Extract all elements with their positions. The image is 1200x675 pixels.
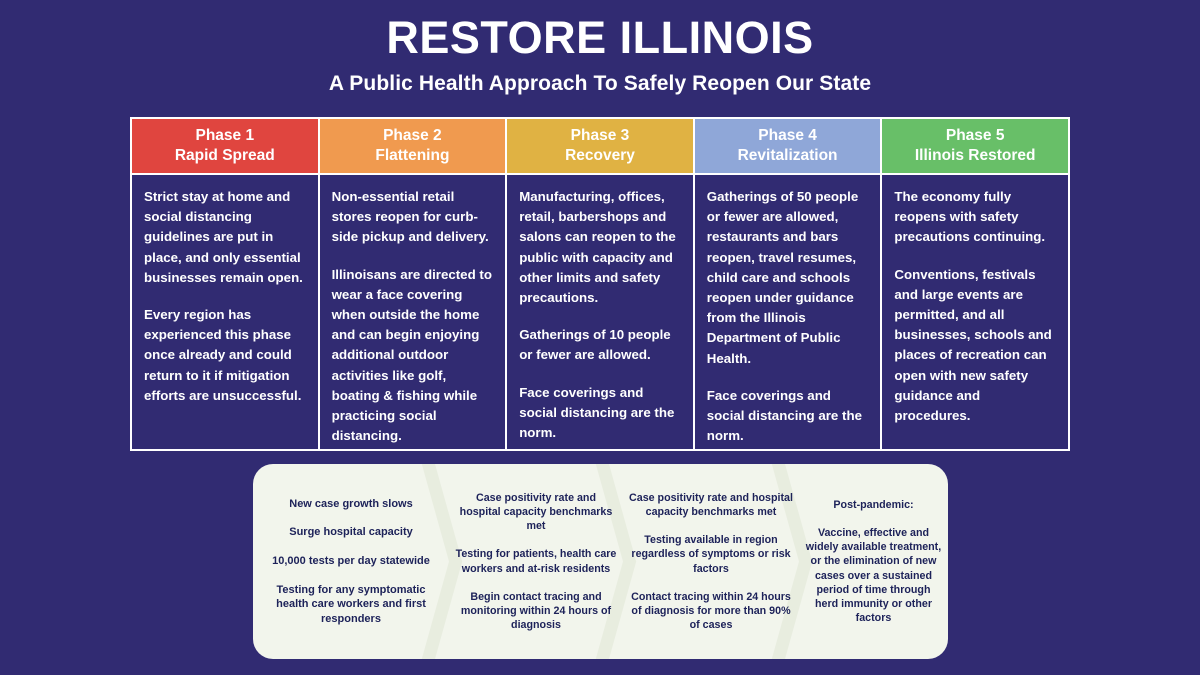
- criteria-chevron-2: Case positivity rate and hospital capaci…: [449, 464, 637, 659]
- criteria-item: Case positivity rate and hospital capaci…: [459, 492, 613, 533]
- phase-paragraph: The economy fully reopens with safety pr…: [894, 189, 1046, 245]
- criteria-item: Testing for patients, health care worker…: [455, 548, 617, 575]
- phase-grid: Phase 1 Rapid Spread Strict stay at home…: [130, 117, 1070, 451]
- criteria-item: New case growth slows: [289, 497, 413, 510]
- phase-name-2: Flattening: [375, 147, 450, 164]
- phase-header-3: Phase 3 Recovery: [507, 119, 693, 175]
- phase-paragraph: Strict stay at home and social distancin…: [144, 189, 303, 285]
- phase-paragraph: Face coverings and social distancing are…: [519, 384, 675, 441]
- phase-paragraph: Non-essential retail stores reopen for c…: [331, 189, 489, 245]
- criteria-item: Case positivity rate and hospital capaci…: [629, 492, 793, 519]
- phase-name-4: Revitalization: [737, 147, 838, 164]
- phase-paragraph: Manufacturing, offices, retail, barbersh…: [519, 189, 676, 306]
- phase-paragraph: Illinoisans are directed to wear a face …: [331, 266, 492, 444]
- phase-number-4: Phase 4: [758, 127, 817, 145]
- page-title: RESTORE ILLINOIS: [386, 12, 814, 63]
- phase-column-1: Phase 1 Rapid Spread Strict stay at home…: [132, 119, 320, 449]
- criteria-list-1: New case growth slows Surge hospital cap…: [253, 497, 449, 626]
- phase-column-5: Phase 5 Illinois Restored The economy fu…: [882, 119, 1068, 449]
- phase-number-3: Phase 3: [570, 127, 630, 145]
- phase-header-1: Phase 1 Rapid Spread: [132, 119, 318, 175]
- phase-name-5: Illinois Restored: [914, 147, 1036, 164]
- phase-body-1: Strict stay at home and social distancin…: [132, 175, 318, 449]
- phase-body-5: The economy fully reopens with safety pr…: [882, 175, 1068, 449]
- criteria-item: Contact tracing within 24 hours of diagn…: [631, 590, 791, 631]
- criteria-list-3: Case positivity rate and hospital capaci…: [623, 491, 799, 632]
- criteria-item: Testing available in region regardless o…: [631, 534, 791, 575]
- criteria-item: Post-pandemic:: [833, 499, 914, 511]
- criteria-item: Testing for any symptomatic health care …: [276, 583, 426, 625]
- phase-number-1: Phase 1: [195, 127, 255, 145]
- criteria-list-4: Post-pandemic: Vaccine, effective and wi…: [799, 498, 948, 625]
- phase-column-3: Phase 3 Recovery Manufacturing, offices,…: [507, 119, 695, 449]
- criteria-item: Begin contact tracing and monitoring wit…: [460, 590, 612, 631]
- phase-paragraph: Conventions, festivals and large events …: [894, 266, 1052, 424]
- header: RESTORE ILLINOIS A Public Health Approac…: [0, 0, 1200, 96]
- phase-body-3: Manufacturing, offices, retail, barbersh…: [507, 175, 693, 453]
- phase-body-2: Non-essential retail stores reopen for c…: [320, 175, 506, 456]
- phase-body-4: Gatherings of 50 people or fewer are all…: [695, 175, 881, 456]
- criteria-item: 10,000 tests per day statewide: [272, 554, 430, 567]
- phase-name-1: Rapid Spread: [174, 147, 275, 164]
- criteria-chevron-4: Post-pandemic: Vaccine, effective and wi…: [799, 464, 948, 659]
- criteria-panel: New case growth slows Surge hospital cap…: [253, 464, 948, 659]
- page-subtitle: A Public Health Approach To Safely Reope…: [328, 71, 872, 95]
- criteria-chevron-3: Case positivity rate and hospital capaci…: [623, 464, 813, 659]
- criteria-list-2: Case positivity rate and hospital capaci…: [449, 491, 623, 632]
- phase-paragraph: Face coverings and social distancing are…: [706, 387, 862, 444]
- phase-column-4: Phase 4 Revitalization Gatherings of 50 …: [694, 119, 883, 449]
- phase-paragraph: Gatherings of 10 people or fewer are all…: [519, 327, 671, 363]
- phase-header-2: Phase 2 Flattening: [319, 119, 506, 175]
- phase-column-2: Phase 2 Flattening Non-essential retail …: [319, 119, 508, 449]
- criteria-item: Surge hospital capacity: [289, 526, 413, 539]
- phase-number-2: Phase 2: [383, 127, 442, 145]
- phase-number-5: Phase 5: [945, 127, 1005, 145]
- phase-paragraph: Every region has experienced this phase …: [144, 307, 302, 403]
- phase-header-4: Phase 4 Revitalization: [694, 119, 881, 175]
- phase-name-3: Recovery: [565, 147, 635, 164]
- phase-paragraph: Gatherings of 50 people or fewer are all…: [706, 189, 859, 366]
- criteria-chevron-1: New case growth slows Surge hospital cap…: [253, 464, 463, 659]
- phase-header-5: Phase 5 Illinois Restored: [882, 119, 1068, 175]
- criteria-item: Vaccine, effective and widely available …: [805, 527, 942, 624]
